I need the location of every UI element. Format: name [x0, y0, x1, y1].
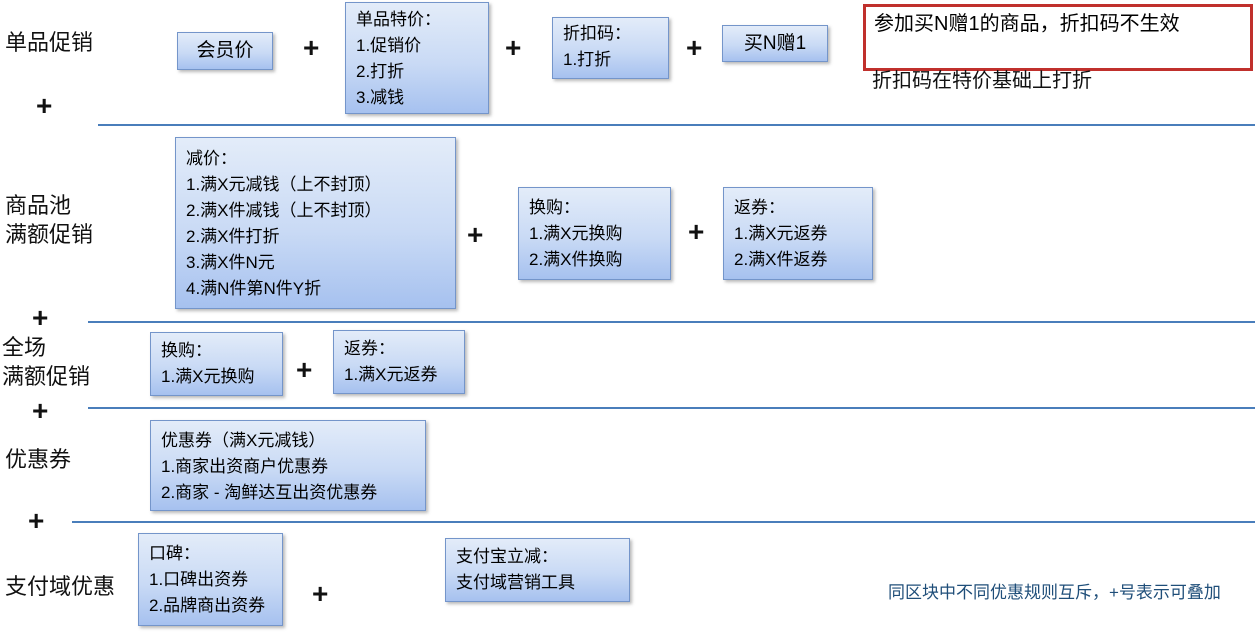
- box-alipay-instant-discount: 支付宝立减： 支付域营销工具: [445, 538, 630, 602]
- box-buy-n-get-1: 买N赠1: [722, 25, 828, 62]
- separator-line-3: [88, 407, 1255, 409]
- box-storewide-exchange-purchase: 换购： 1.满X元换购: [150, 332, 283, 396]
- box-pool-coupon-return: 返券： 1.满X元返券 2.满X件返券: [723, 187, 873, 280]
- box-coupon: 优惠券（满X元减钱） 1.商家出资商户优惠券 2.商家 - 淘鲜达互出资优惠券: [150, 420, 426, 511]
- plus-sign-left-3: +: [32, 395, 49, 426]
- red-note-text: 参加买N赠1的商品，折扣码不生效: [874, 13, 1180, 35]
- plus-sign-row1-b: +: [505, 32, 522, 63]
- plus-sign-left-2: +: [32, 302, 49, 333]
- row-label-pool-threshold-promo: 商品池 满额促销: [5, 193, 94, 247]
- box-koubei: 口碑： 1.口碑出资券 2.品牌商出资券: [138, 533, 283, 626]
- box-pool-exchange-purchase: 换购： 1.满X元换购 2.满X件换购: [518, 187, 671, 280]
- box-member-price: 会员价: [177, 32, 273, 70]
- plus-sign-left-1: +: [36, 90, 53, 121]
- plus-sign-row2-b: +: [688, 216, 705, 247]
- plus-sign-left-4: +: [28, 505, 45, 536]
- red-note-subtext: 折扣码在特价基础上打折: [872, 70, 1092, 92]
- row-label-storewide-threshold-promo: 全场 满额促销: [2, 335, 91, 389]
- plus-sign-row3: +: [296, 354, 313, 385]
- box-discount-code: 折扣码： 1.打折: [552, 17, 669, 79]
- separator-line-4: [72, 521, 1255, 523]
- red-note-box: 参加买N赠1的商品，折扣码不生效: [863, 4, 1253, 71]
- separator-line-2: [88, 321, 1255, 323]
- footer-note: 同区块中不同优惠规则互斥，+号表示可叠加: [888, 583, 1221, 602]
- plus-sign-row1-c: +: [686, 32, 703, 63]
- plus-sign-row1-a: +: [303, 32, 320, 63]
- row-label-payment-domain-promo: 支付域优惠: [5, 574, 116, 599]
- plus-sign-row2-a: +: [467, 219, 484, 250]
- row-label-coupon: 优惠券: [5, 447, 72, 472]
- row-label-single-item-promo: 单品促销: [5, 30, 94, 55]
- plus-sign-row5: +: [312, 578, 329, 609]
- separator-line-1: [98, 124, 1255, 126]
- box-item-special-price: 单品特价： 1.促销价 2.打折 3.减钱: [345, 2, 489, 114]
- box-storewide-coupon-return: 返券： 1.满X元返券: [333, 330, 465, 394]
- box-price-reduction: 减价： 1.满X元减钱（上不封顶） 2.满X件减钱（上不封顶） 2.满X件打折 …: [175, 137, 456, 309]
